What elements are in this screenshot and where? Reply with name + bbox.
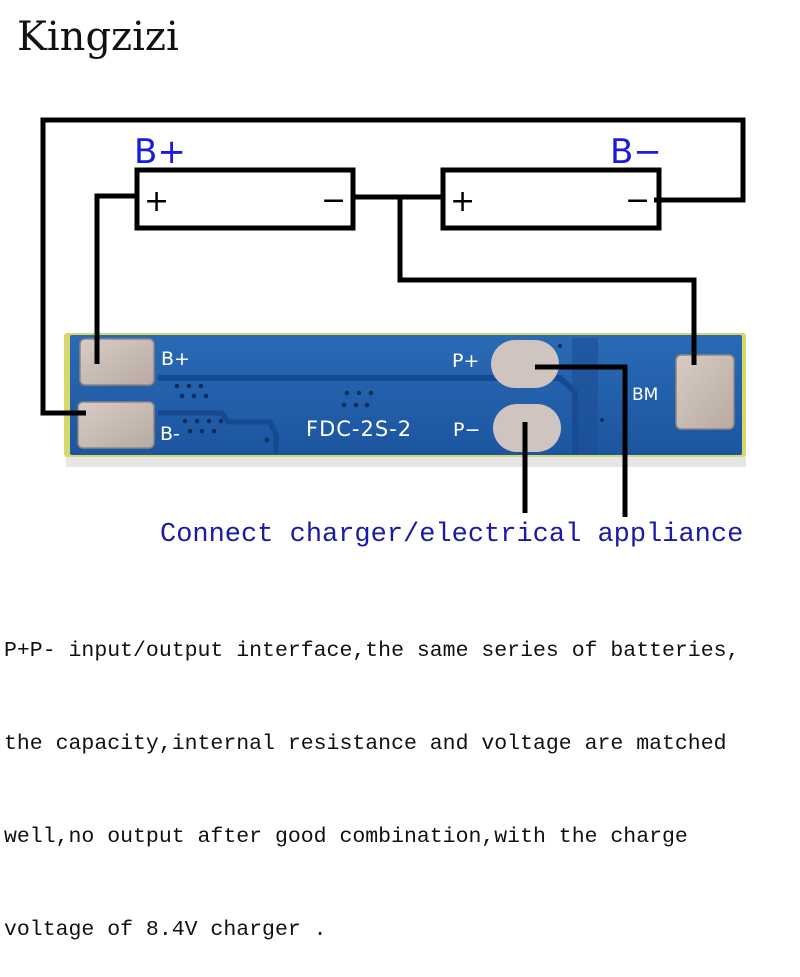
battery-2-minus-sign: −	[625, 183, 650, 218]
pad-p-plus	[491, 340, 559, 388]
description-text: P+P- input/output interface,the same ser…	[4, 574, 800, 977]
pcb-vias	[174, 344, 604, 443]
description-line: well,no output after good combination,wi…	[4, 825, 688, 849]
pcb-label-bm: BM	[632, 385, 658, 405]
pcb-trace	[158, 410, 279, 454]
connect-caption: Connect charger/electrical appliance	[160, 520, 744, 550]
pad-bm	[675, 354, 735, 430]
label-b-plus: B+	[134, 132, 186, 172]
pcb-label-p-minus: P−	[453, 419, 480, 441]
pcb-label-p-plus: P+	[452, 350, 479, 372]
brand-logo: Kingzizi	[17, 14, 179, 60]
wire-b-plus	[94, 193, 137, 364]
battery-2-plus-sign: +	[450, 184, 475, 219]
pad-b-minus	[77, 401, 155, 449]
pad-b-plus	[79, 338, 155, 386]
pcb-trace-region	[572, 338, 598, 454]
wire-b-minus	[40, 117, 746, 416]
label-b-minus: B−	[610, 132, 662, 172]
pcb-model-label: FDC-2S-2	[306, 417, 412, 441]
battery-2	[440, 167, 662, 231]
description-line: P+P- input/output interface,the same ser…	[4, 639, 740, 663]
wiring-diagram: B+ B- P+ P− BM FDC-2S-2 + − + − B+ B−	[40, 117, 746, 517]
battery-1-minus-sign: −	[321, 183, 346, 218]
description-line: the capacity,internal resistance and vol…	[4, 732, 727, 756]
pcb-label-b-plus: B+	[161, 348, 190, 370]
wire-bm	[397, 197, 697, 365]
wire-p-plus-lead	[535, 364, 628, 517]
pcb-label-b-minus: B-	[160, 423, 180, 445]
description-line: voltage of 8.4V charger .	[4, 918, 327, 942]
pcb-shadow	[66, 455, 746, 467]
battery-1-plus-sign: +	[144, 184, 169, 219]
